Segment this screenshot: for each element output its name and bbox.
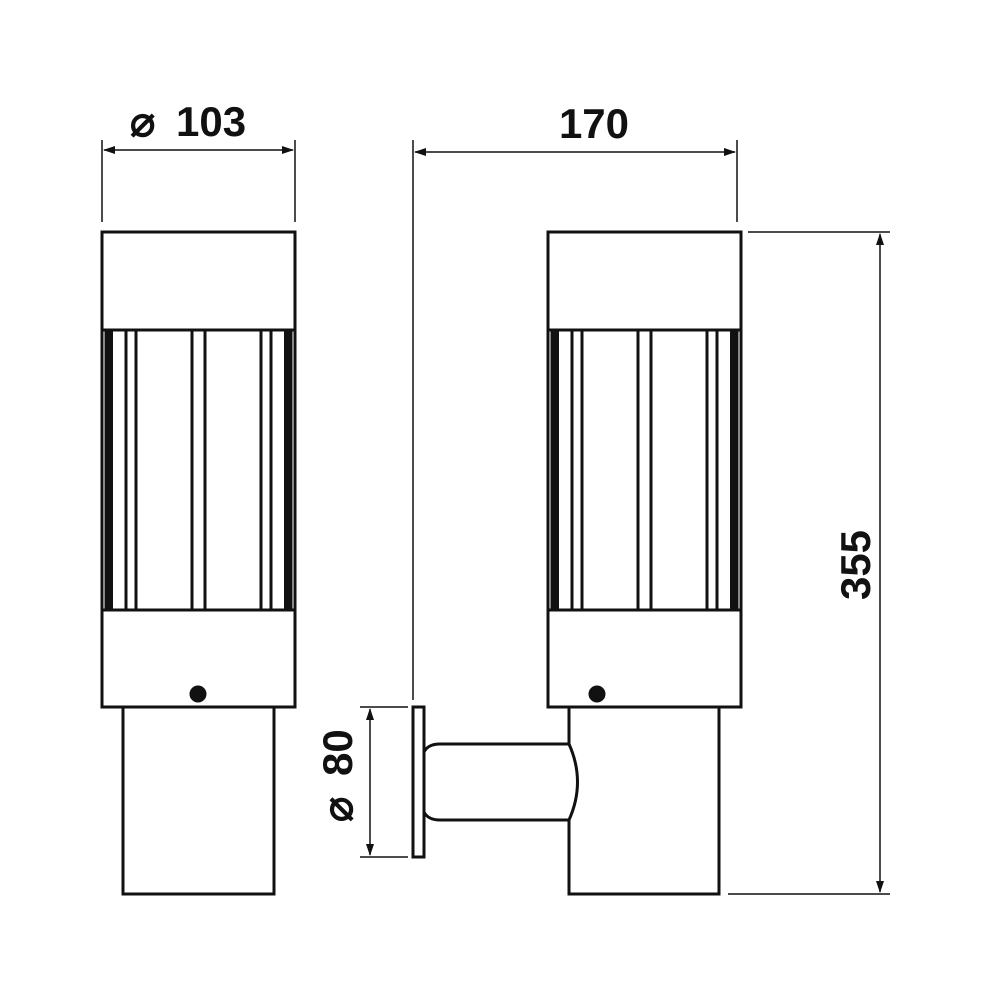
diameter-symbol-103: ⌀ xyxy=(130,98,155,145)
wall-arm xyxy=(422,742,579,822)
dimension-labels: ⌀ 103 170 355 ⌀ 80 xyxy=(130,98,879,822)
side-slit-left xyxy=(550,328,574,612)
side-panel-1 xyxy=(580,328,640,612)
side-lamp-head xyxy=(546,230,743,709)
side-slit-right xyxy=(715,328,739,612)
diameter-symbol-80: ⌀ xyxy=(314,797,361,822)
dim-103-label: 103 xyxy=(176,98,246,145)
front-base xyxy=(121,705,276,896)
front-screw-icon xyxy=(189,685,207,703)
dim-80-label: 80 xyxy=(314,729,361,776)
front-slit-right xyxy=(269,328,293,612)
front-view xyxy=(100,230,297,896)
side-base xyxy=(567,707,721,896)
front-panel-2 xyxy=(203,328,263,612)
dimension-lines xyxy=(101,140,890,895)
side-screw-icon xyxy=(588,685,606,703)
front-panel-1 xyxy=(134,328,194,612)
wall-plate xyxy=(411,705,426,859)
dim-170-label: 170 xyxy=(559,100,629,147)
side-view xyxy=(411,230,743,896)
dim-355-label: 355 xyxy=(832,530,879,600)
front-lamp-head xyxy=(100,230,297,709)
side-panel-2 xyxy=(649,328,709,612)
front-slit-left xyxy=(104,328,128,612)
